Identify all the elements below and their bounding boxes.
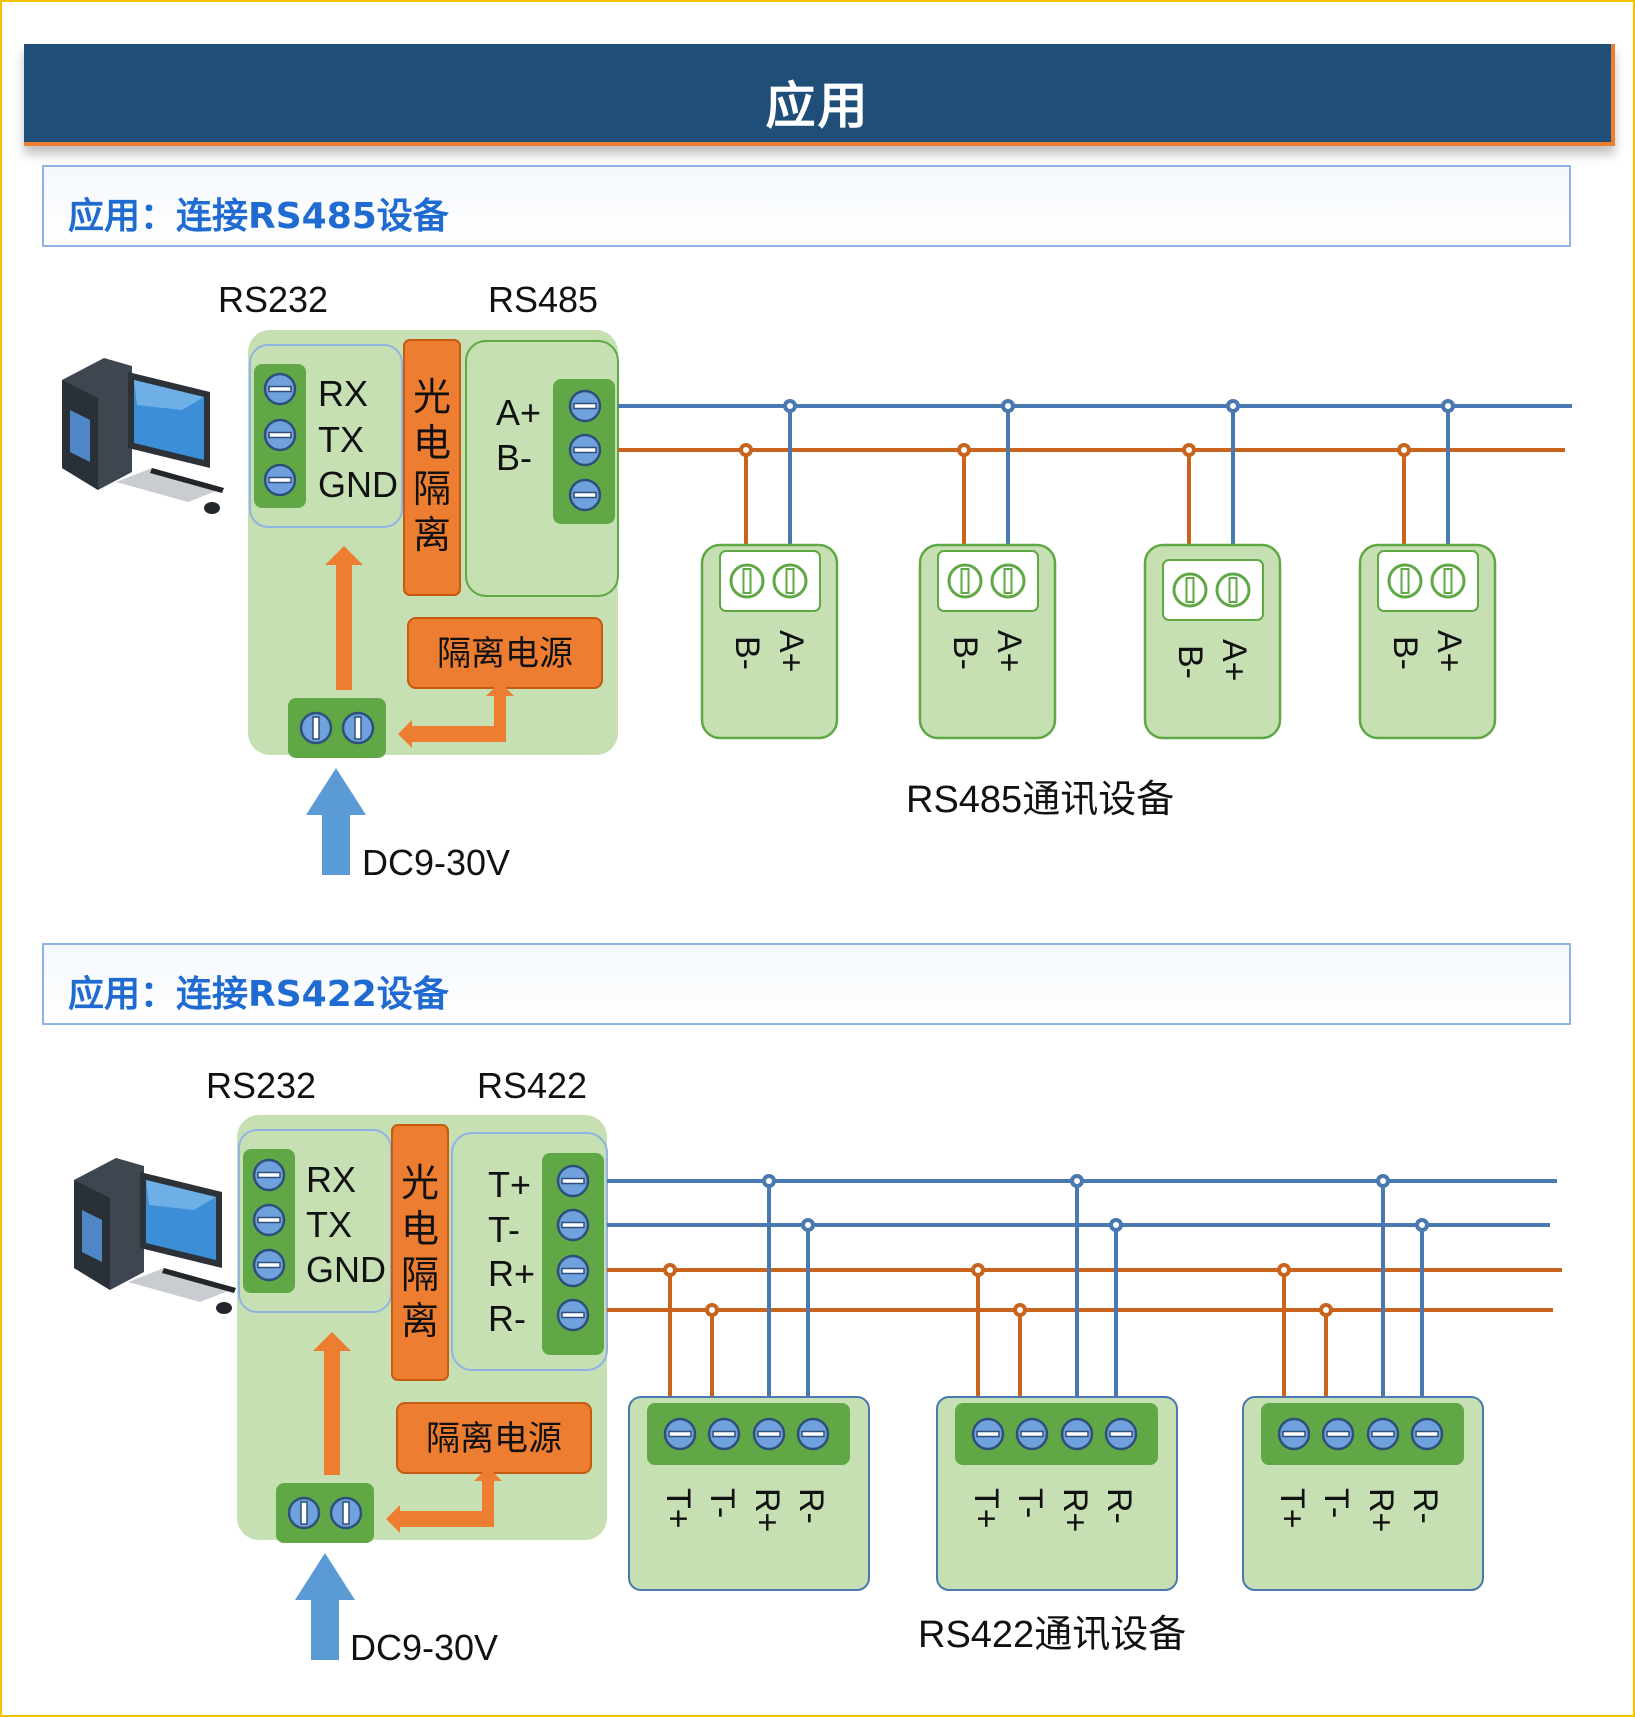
device-pin-label: T+ [967,1488,1005,1529]
device-pin-label: B- [1386,636,1424,670]
rs422-device: T+ T- R+ R- [936,1174,1178,1591]
section-title-rs422: 应用：连接RS422设备 [68,974,449,1015]
optoisolation-block [391,1124,449,1381]
device-pin-label: T- [1011,1488,1049,1518]
device-pin-label: A+ [1430,630,1468,673]
screw-icon [252,1203,286,1237]
screw-icon [287,1496,321,1530]
page-title: 应用 [765,77,870,135]
pin-label: TX [306,1204,352,1245]
isolation-label: 离 [401,1301,439,1343]
device-pin-label: T+ [659,1488,697,1529]
device-pin-label: R+ [1362,1488,1400,1532]
power-input-label: DC9-30V [350,1627,498,1668]
power-input-label: DC9-30V [362,842,510,883]
screw-icon [263,418,297,452]
rs232-port-label: RS232 [206,1065,316,1106]
rs422-devices-caption: RS422通讯设备 [918,1614,1186,1656]
device-pin-label: A+ [990,630,1028,673]
screw-icon [568,478,602,512]
device-pin-label: T- [1317,1488,1355,1518]
isolation-label: 电 [413,423,451,465]
device-pin-label: R- [1406,1488,1444,1524]
rs485-block [465,340,619,597]
isolation-label: 离 [413,515,451,557]
header-banner: 应用 [24,44,1615,146]
rs422-port-label: RS422 [477,1065,587,1106]
rs485-device: B- A+ [1143,399,1282,740]
screw-icon [263,463,297,497]
device-pin-label: T- [703,1488,741,1518]
section-header-rs422: 应用：连接RS422设备 [42,943,1571,1025]
rs232-block [249,344,403,528]
power-module-label: 隔离电源 [437,635,573,673]
pin-label: TX [318,419,364,460]
rs422-block [451,1132,608,1371]
computer-icon [74,1158,236,1314]
device-pin-label: T+ [1273,1488,1311,1529]
screw-icon [263,372,297,406]
rs232-port-label: RS232 [218,279,328,320]
device-pin-label: R+ [748,1488,786,1532]
isolation-label: 光 [413,377,451,419]
screw-icon [299,711,333,745]
screw-icon [568,389,602,423]
device-pin-label: B- [728,636,766,670]
pin-label: RX [318,373,368,414]
rs485-device: B- A+ [1358,399,1497,740]
computer-icon [62,358,224,514]
isolation-label: 隔 [413,469,451,511]
pin-label: RX [306,1159,356,1200]
power-arrow-icon [398,682,514,748]
power-arrow-icon [386,1467,502,1533]
device-pin-label: B- [1171,645,1209,679]
pin-label: R+ [488,1253,535,1294]
device-pin-label: B- [946,636,984,670]
rs422-device: T+ T- R+ R- [628,1174,870,1591]
rs485-devices-caption: RS485通讯设备 [906,779,1174,821]
screw-icon [556,1298,590,1332]
isolation-label: 光 [401,1163,439,1205]
arrow-up-icon [325,546,363,690]
arrow-up-icon [313,1332,351,1475]
pin-label: T+ [488,1164,531,1205]
power-module-label: 隔离电源 [426,1420,562,1458]
screw-icon [341,711,375,745]
pin-label: T- [488,1209,520,1250]
section-title-rs485: 应用：连接RS485设备 [68,196,449,237]
device-pin-label: A+ [772,630,810,673]
screw-icon [556,1164,590,1198]
pin-label: GND [318,464,398,505]
device-pin-label: R- [792,1488,830,1524]
pin-label: GND [306,1249,386,1290]
isolation-label: 隔 [401,1255,439,1297]
rs422-terminal [542,1153,604,1355]
section-header-rs485: 应用：连接RS485设备 [42,165,1571,247]
rs485-device: B- A+ [918,399,1057,740]
isolation-label: 电 [401,1209,439,1251]
screw-icon [556,1208,590,1242]
screw-icon [252,1248,286,1282]
device-pin-label: A+ [1215,639,1253,682]
rs422-device: T+ T- R+ R- [1242,1174,1484,1591]
pin-label: A+ [496,392,541,433]
rs485-device: B- A+ [700,399,839,740]
pin-label: B- [496,437,532,478]
rs485-port-label: RS485 [488,279,598,320]
screw-icon [556,1254,590,1288]
device-pin-label: R+ [1056,1488,1094,1532]
screw-icon [329,1496,363,1530]
optoisolation-block [403,339,461,596]
rs485-devices: B- A+ B- A+ B- A+ [700,399,1497,740]
rs422-devices: T+ T- R+ R- T+ T- R+ R- [628,1174,1484,1591]
power-input-arrow-icon [306,768,366,875]
screw-icon [252,1158,286,1192]
screw-icon [568,433,602,467]
device-pin-label: R- [1100,1488,1138,1524]
pin-label: R- [488,1298,526,1339]
power-input-arrow-icon [295,1553,355,1660]
